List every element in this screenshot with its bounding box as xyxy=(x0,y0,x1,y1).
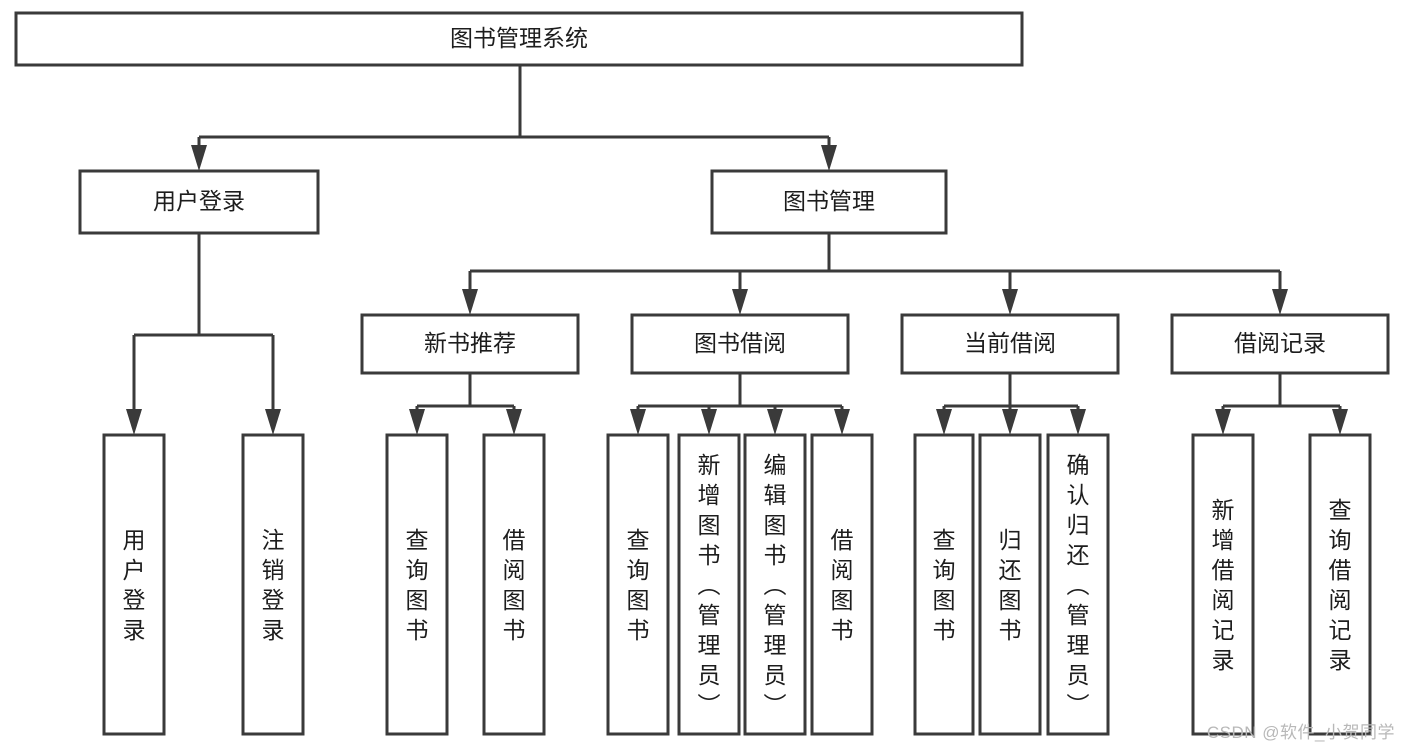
connector-current-borrow-bus xyxy=(936,373,1086,435)
node-box[interactable] xyxy=(810,433,874,736)
arrow-head-icon xyxy=(821,145,837,171)
connector-new-book-bus xyxy=(409,373,522,435)
node-leaf-add-book[interactable]: 新增图书︵管理员︶ xyxy=(677,433,741,736)
node-label: 确认归还︵管理员︶ xyxy=(1067,452,1090,718)
arrow-head-icon xyxy=(1002,289,1018,315)
arrow-head-icon xyxy=(126,409,142,435)
node-book-manage[interactable]: 图书管理 xyxy=(710,169,948,235)
node-label: 注销登录 xyxy=(262,527,285,643)
arrow-head-icon xyxy=(732,289,748,315)
node-box[interactable] xyxy=(14,11,1024,67)
node-book-borrow[interactable]: 图书借阅 xyxy=(630,313,850,375)
arrow-head-icon xyxy=(936,409,952,435)
connector-user-login-bus xyxy=(126,233,281,435)
node-label: 当前借阅 xyxy=(964,330,1056,356)
node-label: 新书推荐 xyxy=(424,330,516,356)
node-leaf-logout[interactable]: 注销登录 xyxy=(241,433,305,736)
arrow-head-icon xyxy=(767,409,783,435)
node-label: 借阅记录 xyxy=(1234,330,1326,356)
node-label: 查询借阅记录 xyxy=(1329,497,1352,673)
arrow-head-icon xyxy=(834,409,850,435)
node-leaf-user-login[interactable]: 用户登录 xyxy=(102,433,166,736)
arrow-head-icon xyxy=(265,409,281,435)
arrow-head-icon xyxy=(506,409,522,435)
node-box[interactable] xyxy=(606,433,670,736)
node-box[interactable] xyxy=(900,313,1120,375)
node-box[interactable] xyxy=(1046,433,1110,736)
node-leaf-add-record[interactable]: 新增借阅记录 xyxy=(1191,433,1255,736)
node-label: 图书管理系统 xyxy=(450,25,588,51)
arrow-head-icon xyxy=(1272,289,1288,315)
arrow-head-icon xyxy=(1215,409,1231,435)
node-label: 借阅图书 xyxy=(831,527,854,643)
node-leaf-borrow-book-a[interactable]: 借阅图书 xyxy=(482,433,546,736)
node-label: 查询图书 xyxy=(627,527,650,643)
node-box[interactable] xyxy=(677,433,741,736)
node-box[interactable] xyxy=(743,433,807,736)
node-box[interactable] xyxy=(78,169,320,235)
node-leaf-query-book-c[interactable]: 查询图书 xyxy=(913,433,975,736)
node-label: 借阅图书 xyxy=(503,527,526,643)
arrow-head-icon xyxy=(1332,409,1348,435)
node-label: 新增图书︵管理员︶ xyxy=(698,452,721,718)
node-leaf-borrow-book-b[interactable]: 借阅图书 xyxy=(810,433,874,736)
connector-layer xyxy=(126,65,1348,435)
arrow-head-icon xyxy=(1002,409,1018,435)
node-new-book-rec[interactable]: 新书推荐 xyxy=(360,313,580,375)
arrow-head-icon xyxy=(409,409,425,435)
node-box[interactable] xyxy=(978,433,1042,736)
node-label: 查询图书 xyxy=(933,527,956,643)
node-user-login[interactable]: 用户登录 xyxy=(78,169,320,235)
arrow-head-icon xyxy=(630,409,646,435)
node-box[interactable] xyxy=(1170,313,1390,375)
node-label: 图书借阅 xyxy=(694,330,786,356)
node-leaf-confirm-return[interactable]: 确认归还︵管理员︶ xyxy=(1046,433,1110,736)
node-leaf-query-record[interactable]: 查询借阅记录 xyxy=(1308,433,1372,736)
connector-borrow-record-bus xyxy=(1215,373,1348,435)
node-box[interactable] xyxy=(1191,433,1255,736)
connector-book-manage-bus xyxy=(462,233,1288,315)
node-box[interactable] xyxy=(241,433,305,736)
node-box[interactable] xyxy=(102,433,166,736)
node-root[interactable]: 图书管理系统 xyxy=(14,11,1024,67)
arrow-head-icon xyxy=(1070,409,1086,435)
node-leaf-query-book-b[interactable]: 查询图书 xyxy=(606,433,670,736)
node-box[interactable] xyxy=(482,433,546,736)
node-current-borrow[interactable]: 当前借阅 xyxy=(900,313,1120,375)
arrow-head-icon xyxy=(191,145,207,171)
node-label: 编辑图书︵管理员︶ xyxy=(764,452,787,718)
node-leaf-query-book-a[interactable]: 查询图书 xyxy=(385,433,449,736)
node-label: 归还图书 xyxy=(999,527,1022,643)
node-borrow-record[interactable]: 借阅记录 xyxy=(1170,313,1390,375)
node-label: 用户登录 xyxy=(123,527,146,643)
node-box[interactable] xyxy=(913,433,975,736)
node-label: 用户登录 xyxy=(153,188,245,214)
arrow-head-icon xyxy=(462,289,478,315)
node-box[interactable] xyxy=(630,313,850,375)
node-box[interactable] xyxy=(360,313,580,375)
node-box[interactable] xyxy=(710,169,948,235)
node-box[interactable] xyxy=(385,433,449,736)
connector-book-borrow-bus xyxy=(630,373,850,435)
node-label: 查询图书 xyxy=(406,527,429,643)
node-leaf-edit-book[interactable]: 编辑图书︵管理员︶ xyxy=(743,433,807,736)
node-label: 图书管理 xyxy=(783,188,875,214)
node-box[interactable] xyxy=(1308,433,1372,736)
node-label: 新增借阅记录 xyxy=(1212,497,1235,673)
arrow-head-icon xyxy=(701,409,717,435)
connector-root-bus xyxy=(191,65,837,171)
node-layer: 图书管理系统用户登录图书管理新书推荐图书借阅当前借阅借阅记录用户登录注销登录查询… xyxy=(14,11,1390,736)
node-leaf-return-book[interactable]: 归还图书 xyxy=(978,433,1042,736)
